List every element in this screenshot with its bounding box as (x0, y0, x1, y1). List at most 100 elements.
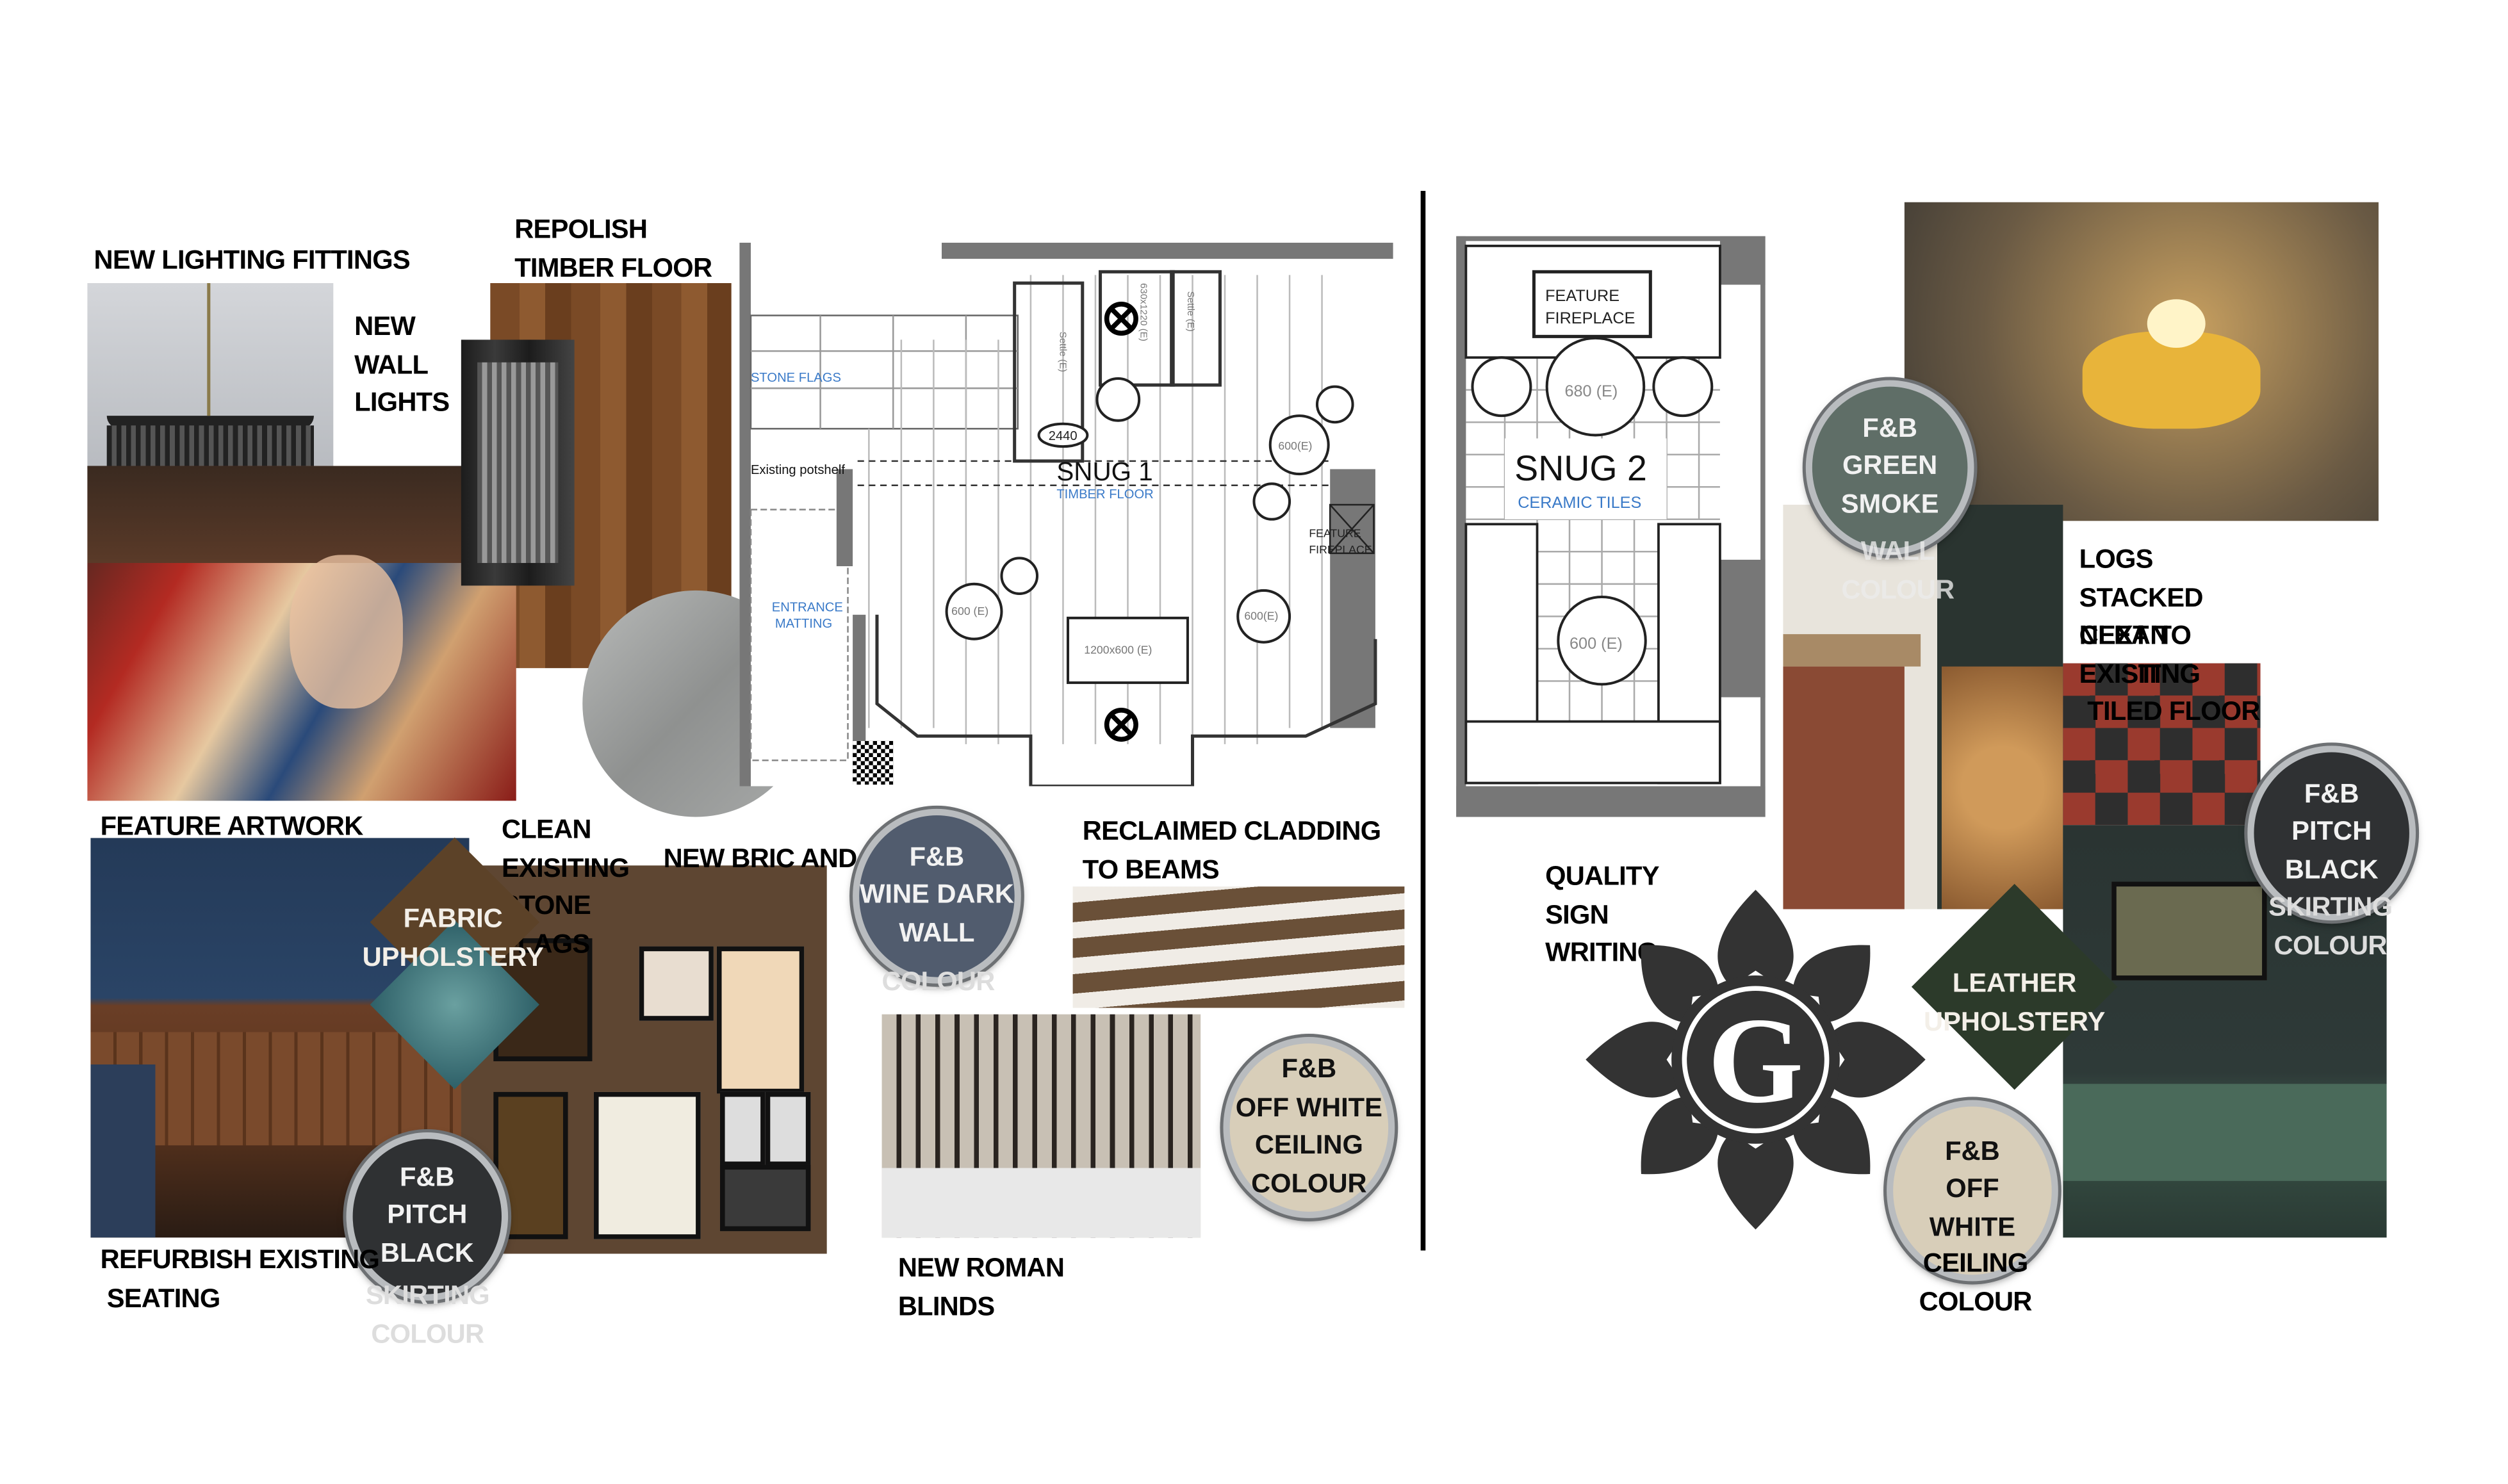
label-new-brick: NEW BRIC AND (663, 844, 858, 874)
label-line: REFURBISH EXISTING (100, 1245, 380, 1275)
pendant-light-photo (87, 283, 334, 469)
paint-line: OFF WHITE (1235, 1093, 1382, 1122)
label-line: NEXT TO (2079, 621, 2192, 651)
label-line: SKIRTING (2268, 893, 2393, 922)
label-quality-sign-writing: QUALITY SIGN WRITING (1545, 859, 1659, 973)
label-clean-stone-flags: CLEAN EXISITING STONE FLAGS (501, 812, 630, 964)
label-line: UPHOLSTERY (362, 943, 544, 973)
plan-label-matting: MATTING (775, 617, 832, 631)
paint-line: F&B (1862, 413, 1917, 443)
label-line: FABRIC (403, 904, 503, 934)
paint-line: F&B (2304, 779, 2359, 809)
plan-table-600-a: 600(E) (1278, 439, 1312, 452)
label-line: TO BEAMS (1082, 854, 1220, 885)
label-line: LOGS (2079, 545, 2154, 575)
label-refurbish-seating: REFURBISH EXISTING SEATING (101, 1243, 380, 1319)
label-line: COLOUR (2274, 931, 2388, 961)
paint-line: SMOKE (1840, 489, 1939, 519)
plan-settle-2: Settle (E) (1185, 291, 1196, 332)
gallery-wall-photo (461, 865, 827, 1254)
plan-table-600-c: 600(E) (1244, 609, 1278, 622)
paint-line: COLOUR (1251, 1168, 1367, 1198)
label-line: COLOUR (1841, 575, 1955, 605)
paint-tin-off-white-1: F&B OFF WHITE CEILING COLOUR (1223, 1037, 1395, 1218)
label-line: LEATHER (1952, 968, 2077, 999)
label-line: WALL (354, 350, 429, 380)
paint-tin-wine-dark: F&B WINE DARK WALL (853, 808, 1021, 984)
label-line: COLOUR (371, 1319, 484, 1349)
label-line: SKIRTING (365, 1281, 490, 1310)
label-line: SIGN (1545, 900, 1609, 930)
label-line: EXISITING (501, 853, 630, 883)
paint-line: PITCH (387, 1200, 468, 1230)
label-fabric-upholstery: FABRIC UPHOLSTERY (356, 899, 550, 977)
plan2-table-680: 680 (E) (1564, 382, 1618, 400)
label-line: EXISITNG (2079, 659, 2201, 689)
paint-line: F&B (1945, 1137, 2000, 1166)
label-logs-stacked: LOGS STACKED NEXT TO EXISTING (2079, 542, 2204, 694)
label-line: WRITING (1545, 938, 1658, 968)
plan-label-entrance: ENTRANCE (772, 601, 843, 615)
paint-line: F&B (1281, 1054, 1337, 1084)
label-feature-artwork: FEATURE ARTWORK (100, 811, 364, 842)
paint-tin-green-smoke: F&B GREEN SMOKE (1805, 380, 1974, 555)
plan-label-timber-floor: TIMBER FLOOR (1056, 487, 1153, 501)
plan2-label-fireplace: FIREPLACE (1545, 309, 1635, 327)
plan-table-600-b: 600 (E) (951, 605, 988, 617)
snug-2-floor-plan: FEATURE FIREPLACE 680 (E) 600 (E) SNUG 2… (1456, 236, 1766, 817)
label-repolish-timber: REPOLISH TIMBER FLOOR (514, 212, 712, 288)
label-line: UPHOLSTERY (1923, 1007, 2106, 1038)
beams-photo (1072, 886, 1405, 1008)
label-line: QUALITY (1545, 862, 1659, 892)
paint-tin-off-white-2: F&B OFF WHITE (1887, 1100, 2058, 1282)
paint-green-smoke-faint: WALL COLOUR (1841, 534, 1955, 610)
label-line: NEW (354, 312, 416, 341)
plan2-table-600: 600 (E) (1570, 635, 1623, 653)
label-line: EXISTING (2079, 659, 2201, 689)
label-line: BLINDS (897, 1291, 995, 1321)
green-room-photo (2063, 825, 2387, 1238)
paint-line: WINE DARK (860, 880, 1014, 910)
paint-line: GREEN (1842, 452, 1938, 481)
label-roman-blinds: NEW ROMAN BLINDS (897, 1250, 1065, 1326)
label-line: SEATING (106, 1284, 221, 1313)
paint-line: OFF (1946, 1175, 1999, 1204)
plan2-label-feature: FEATURE (1545, 287, 1619, 305)
label-tiled-floor: TILED FLOOR (2087, 697, 2260, 727)
label-leather-upholstery: LEATHER UPHOLSTERY (1917, 964, 2111, 1041)
paint-off-white-2-caption: CEILING COLOUR (1919, 1246, 2033, 1322)
label-line: COLOUR (1919, 1287, 2033, 1316)
label-new-lighting: NEW LIGHTING FITTINGS (94, 245, 410, 275)
plan-title-snug-2: SNUG 2 (1514, 448, 1647, 488)
plan-label-fireplace: FIREPLACE (1309, 543, 1372, 556)
logo-letter: G (1708, 992, 1803, 1129)
paint-line: BLACK (380, 1239, 474, 1268)
label-line: LIGHTS (354, 388, 450, 418)
feature-artwork-photo (87, 466, 516, 801)
paint-wine-dark-faint: COLOUR (881, 967, 996, 997)
plan-table-630: 630x1220 (E) (1138, 283, 1149, 341)
paint-line: PITCH (2291, 817, 2372, 847)
paint-line: F&B (909, 842, 965, 872)
qr-code (853, 740, 894, 785)
plan-label-potshelf: Existing potshelf (751, 463, 845, 477)
plan-table-1200: 1200x600 (E) (1084, 643, 1152, 656)
paint-pitch-black-2-faint: SKIRTING COLOUR (2268, 890, 2393, 966)
label-reclaimed-cladding: RECLAIMED CLADDING TO BEAMS (1083, 813, 1381, 890)
tiled-floor-photo (2063, 663, 2261, 826)
paint-line: CEILING (1254, 1130, 1363, 1160)
label-line: CLEAN (501, 815, 592, 845)
snug-1-floor-plan: STONE FLAGS Existing potshelf SNUG 1 TIM… (739, 242, 1393, 787)
plan-title-snug-1: SNUG 1 (1056, 457, 1152, 486)
section-divider (1420, 191, 1425, 1251)
label-line: CLEAN (2079, 621, 2170, 651)
label-clean-existing-overlap: CLEAN EXISITNG (2079, 618, 2201, 694)
label-line: WALL (1860, 537, 1935, 567)
plan-settle-1: Settle (E) (1057, 332, 1068, 372)
paint-tin-pitch-black-1: F&B PITCH BLACK (346, 1132, 509, 1301)
label-line: REPOLISH (514, 215, 648, 245)
fireplace-logs-photo (1783, 505, 2063, 909)
paint-line: BLACK (2284, 855, 2379, 885)
paint-line: F&B (399, 1162, 455, 1192)
